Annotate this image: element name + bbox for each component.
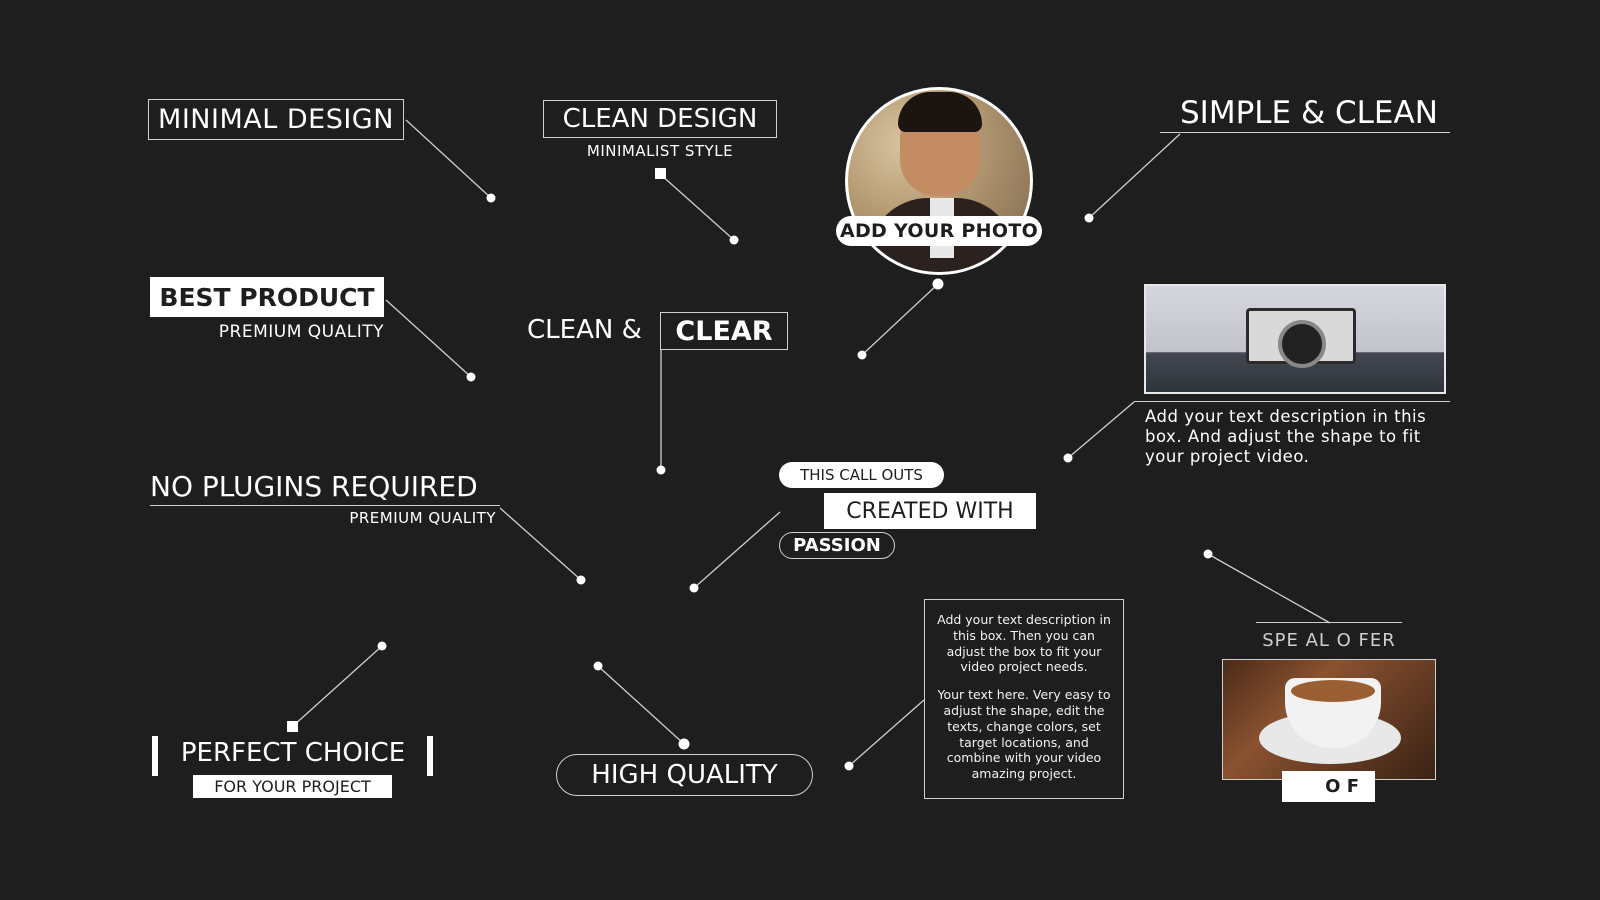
- camera-underline: [1134, 401, 1450, 402]
- high-quality-callout: HIGH QUALITY: [556, 754, 813, 796]
- best-product-sub: PREMIUM QUALITY: [218, 322, 384, 342]
- portrait-photo: [845, 87, 1033, 275]
- clear-label: CLEAR: [675, 315, 773, 347]
- passion-label: PASSION: [793, 535, 881, 556]
- perfect-choice-sub-text: FOR YOUR PROJECT: [214, 777, 371, 796]
- best-product-label: BEST PRODUCT: [159, 282, 375, 312]
- clean-design-label: CLEAN DESIGN: [562, 104, 758, 134]
- callouts-pill-label: THIS CALL OUTS: [800, 466, 923, 484]
- description-paragraph-1: Add your text description in this box. T…: [937, 612, 1111, 675]
- clear-box: CLEAR: [660, 312, 788, 350]
- no-plugins-label: NO PLUGINS REQUIRED: [150, 470, 478, 503]
- special-offer-label: SPE AL O FER: [1262, 630, 1396, 651]
- high-quality-label: HIGH QUALITY: [591, 760, 778, 790]
- callouts-pill: THIS CALL OUTS: [779, 462, 944, 488]
- perfect-left-bar: [152, 736, 158, 776]
- no-plugins-sub: PREMIUM QUALITY: [349, 509, 496, 527]
- minimal-design-callout: MINIMAL DESIGN: [148, 99, 404, 140]
- camera-description: Add your text description in this box. A…: [1145, 407, 1427, 466]
- perfect-choice-sub: FOR YOUR PROJECT: [193, 775, 392, 798]
- description-paragraph-2: Your text here. Very easy to adjust the …: [937, 687, 1111, 782]
- simple-clean-underline: [1160, 132, 1450, 133]
- clean-design-sub: MINIMALIST STYLE: [586, 142, 734, 160]
- offer-tag-label: O F: [1325, 776, 1359, 797]
- perfect-choice-label: PERFECT CHOICE: [180, 738, 406, 768]
- created-with-box: CREATED WITH: [824, 493, 1036, 529]
- offer-tag: O F: [1282, 771, 1375, 802]
- created-with-label: CREATED WITH: [846, 498, 1014, 524]
- coffee-photo: [1222, 659, 1436, 780]
- simple-clean-label: SIMPLE & CLEAN: [1180, 95, 1438, 131]
- description-box: Add your text description in this box. T…: [924, 599, 1124, 799]
- clean-clear-label: CLEAN &: [527, 315, 642, 345]
- passion-pill: PASSION: [779, 532, 895, 559]
- add-photo-badge: ADD YOUR PHOTO: [836, 216, 1042, 246]
- best-product-box: BEST PRODUCT: [150, 277, 384, 317]
- no-plugins-underline: [150, 505, 500, 506]
- clean-design-box: CLEAN DESIGN: [543, 100, 777, 138]
- camera-photo: [1144, 284, 1446, 394]
- special-offer-topline: [1256, 622, 1402, 623]
- minimal-design-label: MINIMAL DESIGN: [158, 104, 394, 135]
- add-photo-label: ADD YOUR PHOTO: [839, 220, 1039, 242]
- perfect-right-bar: [427, 736, 433, 776]
